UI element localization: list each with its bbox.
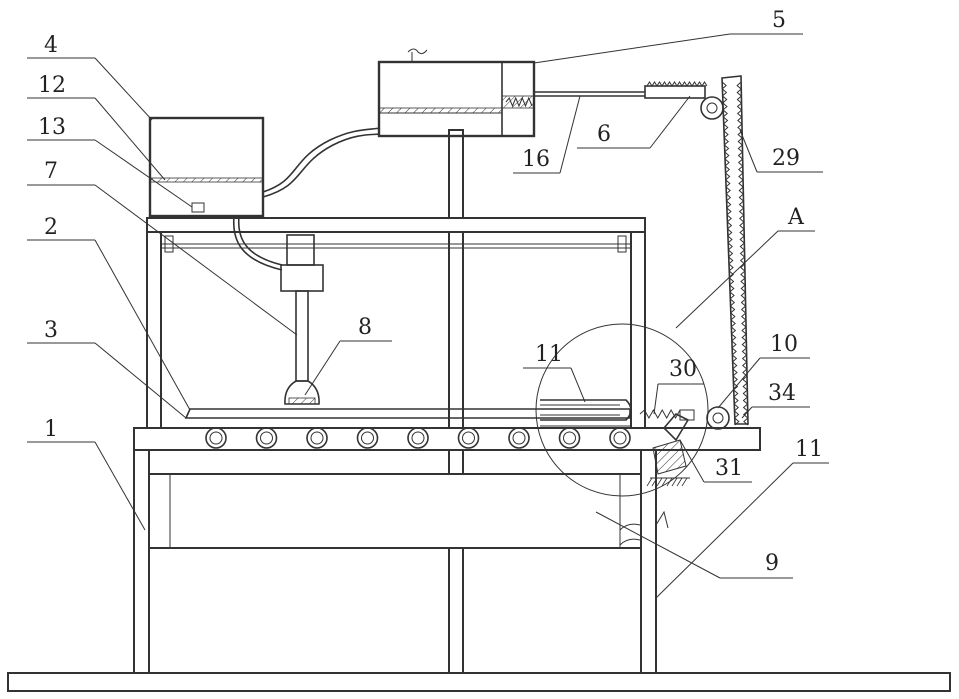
label-A: A bbox=[787, 205, 805, 230]
label-11-leg: 11 bbox=[795, 437, 823, 462]
label-8: 8 bbox=[358, 315, 372, 340]
label-16: 16 bbox=[522, 147, 550, 172]
label-31: 31 bbox=[715, 456, 743, 481]
label-34: 34 bbox=[768, 381, 796, 406]
label-3: 3 bbox=[44, 318, 58, 343]
rack-rod bbox=[534, 82, 707, 98]
label-7: 7 bbox=[44, 159, 58, 184]
lower-gear-10 bbox=[707, 407, 729, 429]
label-10: 10 bbox=[770, 332, 798, 357]
tank-5 bbox=[379, 49, 534, 136]
label-4: 4 bbox=[44, 33, 58, 58]
label-6: 6 bbox=[597, 122, 611, 147]
label-9: 9 bbox=[765, 551, 779, 576]
label-1: 1 bbox=[44, 417, 58, 442]
label-5: 5 bbox=[772, 8, 786, 33]
label-12: 12 bbox=[38, 73, 66, 98]
machine-frame bbox=[134, 130, 760, 673]
control-box-4 bbox=[150, 118, 263, 216]
label-13: 13 bbox=[38, 115, 66, 140]
label-2: 2 bbox=[44, 215, 58, 240]
label-30: 30 bbox=[669, 357, 697, 382]
vertical-rack-29 bbox=[722, 76, 748, 425]
upper-gear bbox=[701, 97, 723, 119]
label-11-plate: 11 bbox=[535, 342, 563, 367]
ground-base bbox=[8, 673, 950, 691]
spray-assembly bbox=[281, 235, 323, 404]
connecting-hose bbox=[234, 128, 380, 270]
workpiece-plate bbox=[186, 409, 630, 418]
label-29: 29 bbox=[772, 146, 800, 171]
